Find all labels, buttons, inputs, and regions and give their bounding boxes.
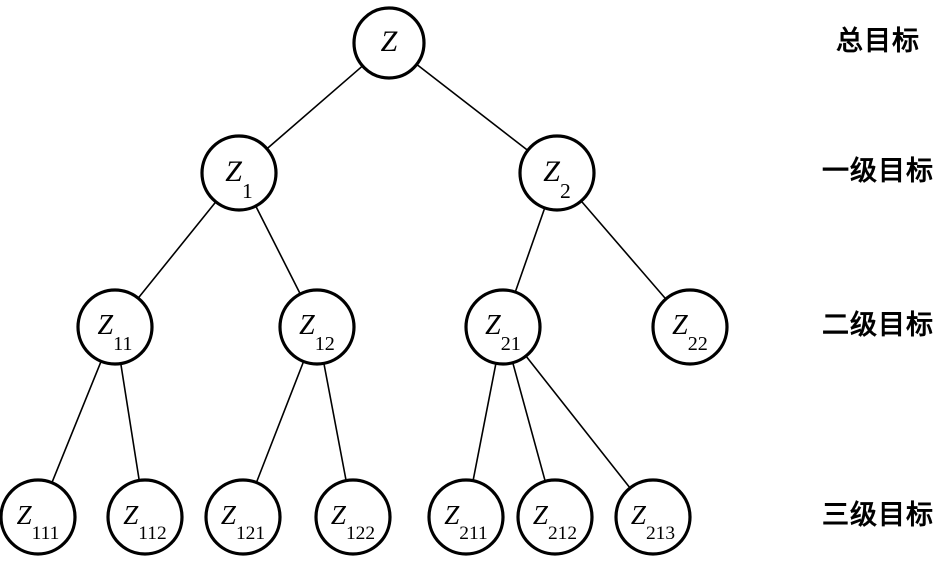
node-circle-Z11[interactable] <box>76 288 154 366</box>
node-circle-Z212[interactable] <box>516 478 594 556</box>
edge-Z2-to-Z22 <box>580 200 667 300</box>
level-label-2: 二级目标 <box>822 310 934 341</box>
node-Z121[interactable]: Z121 <box>204 478 282 556</box>
node-label-Z1: Z1 <box>225 155 252 203</box>
node-circle-Z12[interactable] <box>278 288 356 366</box>
node-circle-Z122[interactable] <box>314 478 392 556</box>
edge-Z21-to-Z213 <box>525 355 631 489</box>
edge-Z12-to-Z122 <box>323 362 347 482</box>
node-Z112[interactable]: Z112 <box>106 478 184 556</box>
edge-Z1-to-Z12 <box>254 205 302 295</box>
node-Z211[interactable]: Z211 <box>427 478 505 556</box>
node-Z212[interactable]: Z212 <box>516 478 594 556</box>
level-label-1: 一级目标 <box>822 156 934 187</box>
node-circle-Z121[interactable] <box>204 478 282 556</box>
node-label-Z12: Z12 <box>299 310 335 354</box>
node-label-Z11: Z11 <box>98 310 133 354</box>
node-label-Z211: Z211 <box>444 500 487 544</box>
node-Z213[interactable]: Z213 <box>614 478 692 556</box>
node-Z11[interactable]: Z11 <box>76 288 154 366</box>
node-label-Z111: Z111 <box>17 500 60 544</box>
edge-Z1-to-Z11 <box>137 201 217 299</box>
node-circle-Z111[interactable] <box>0 478 77 556</box>
level-label-0: 总目标 <box>836 26 920 57</box>
edge-Z2-to-Z21 <box>514 207 546 293</box>
edge-Z11-to-Z112 <box>119 362 141 482</box>
node-circle-Z2[interactable] <box>518 134 596 212</box>
edge-Z21-to-Z212 <box>511 361 547 483</box>
node-label-Z212: Z212 <box>533 500 577 544</box>
node-Z122[interactable]: Z122 <box>314 478 392 556</box>
edge-Z11-to-Z111 <box>51 360 102 484</box>
node-Z21[interactable]: Z21 <box>464 288 542 366</box>
node-Z22[interactable]: Z22 <box>651 288 729 366</box>
edges-layer <box>51 63 667 489</box>
node-Z1[interactable]: Z1 <box>200 134 278 212</box>
node-circle-Z[interactable] <box>352 6 426 80</box>
node-circle-Z1[interactable] <box>200 134 278 212</box>
edge-Z21-to-Z211 <box>472 362 497 482</box>
node-label-Z21: Z21 <box>485 310 521 354</box>
node-label-Z121: Z121 <box>221 500 265 544</box>
node-Z111[interactable]: Z111 <box>0 478 77 556</box>
node-label-Z2: Z2 <box>543 155 570 203</box>
node-label-Z22: Z22 <box>672 310 708 354</box>
node-circle-Z211[interactable] <box>427 478 505 556</box>
node-circle-Z213[interactable] <box>614 478 692 556</box>
node-circle-Z112[interactable] <box>106 478 184 556</box>
node-Z2[interactable]: Z2 <box>518 134 596 212</box>
node-label-Z213: Z213 <box>631 500 675 544</box>
node-Z[interactable]: Z <box>352 6 426 80</box>
node-label-Z: Z <box>381 25 398 58</box>
node-circle-Z21[interactable] <box>464 288 542 366</box>
edge-Z-to-Z2 <box>415 63 529 152</box>
node-label-Z112: Z112 <box>123 500 166 544</box>
level-label-3: 三级目标 <box>822 500 934 531</box>
edge-Z12-to-Z121 <box>255 360 305 484</box>
edge-Z-to-Z1 <box>266 65 364 150</box>
node-circle-Z22[interactable] <box>651 288 729 366</box>
node-label-Z122: Z122 <box>331 500 375 544</box>
node-Z12[interactable]: Z12 <box>278 288 356 366</box>
